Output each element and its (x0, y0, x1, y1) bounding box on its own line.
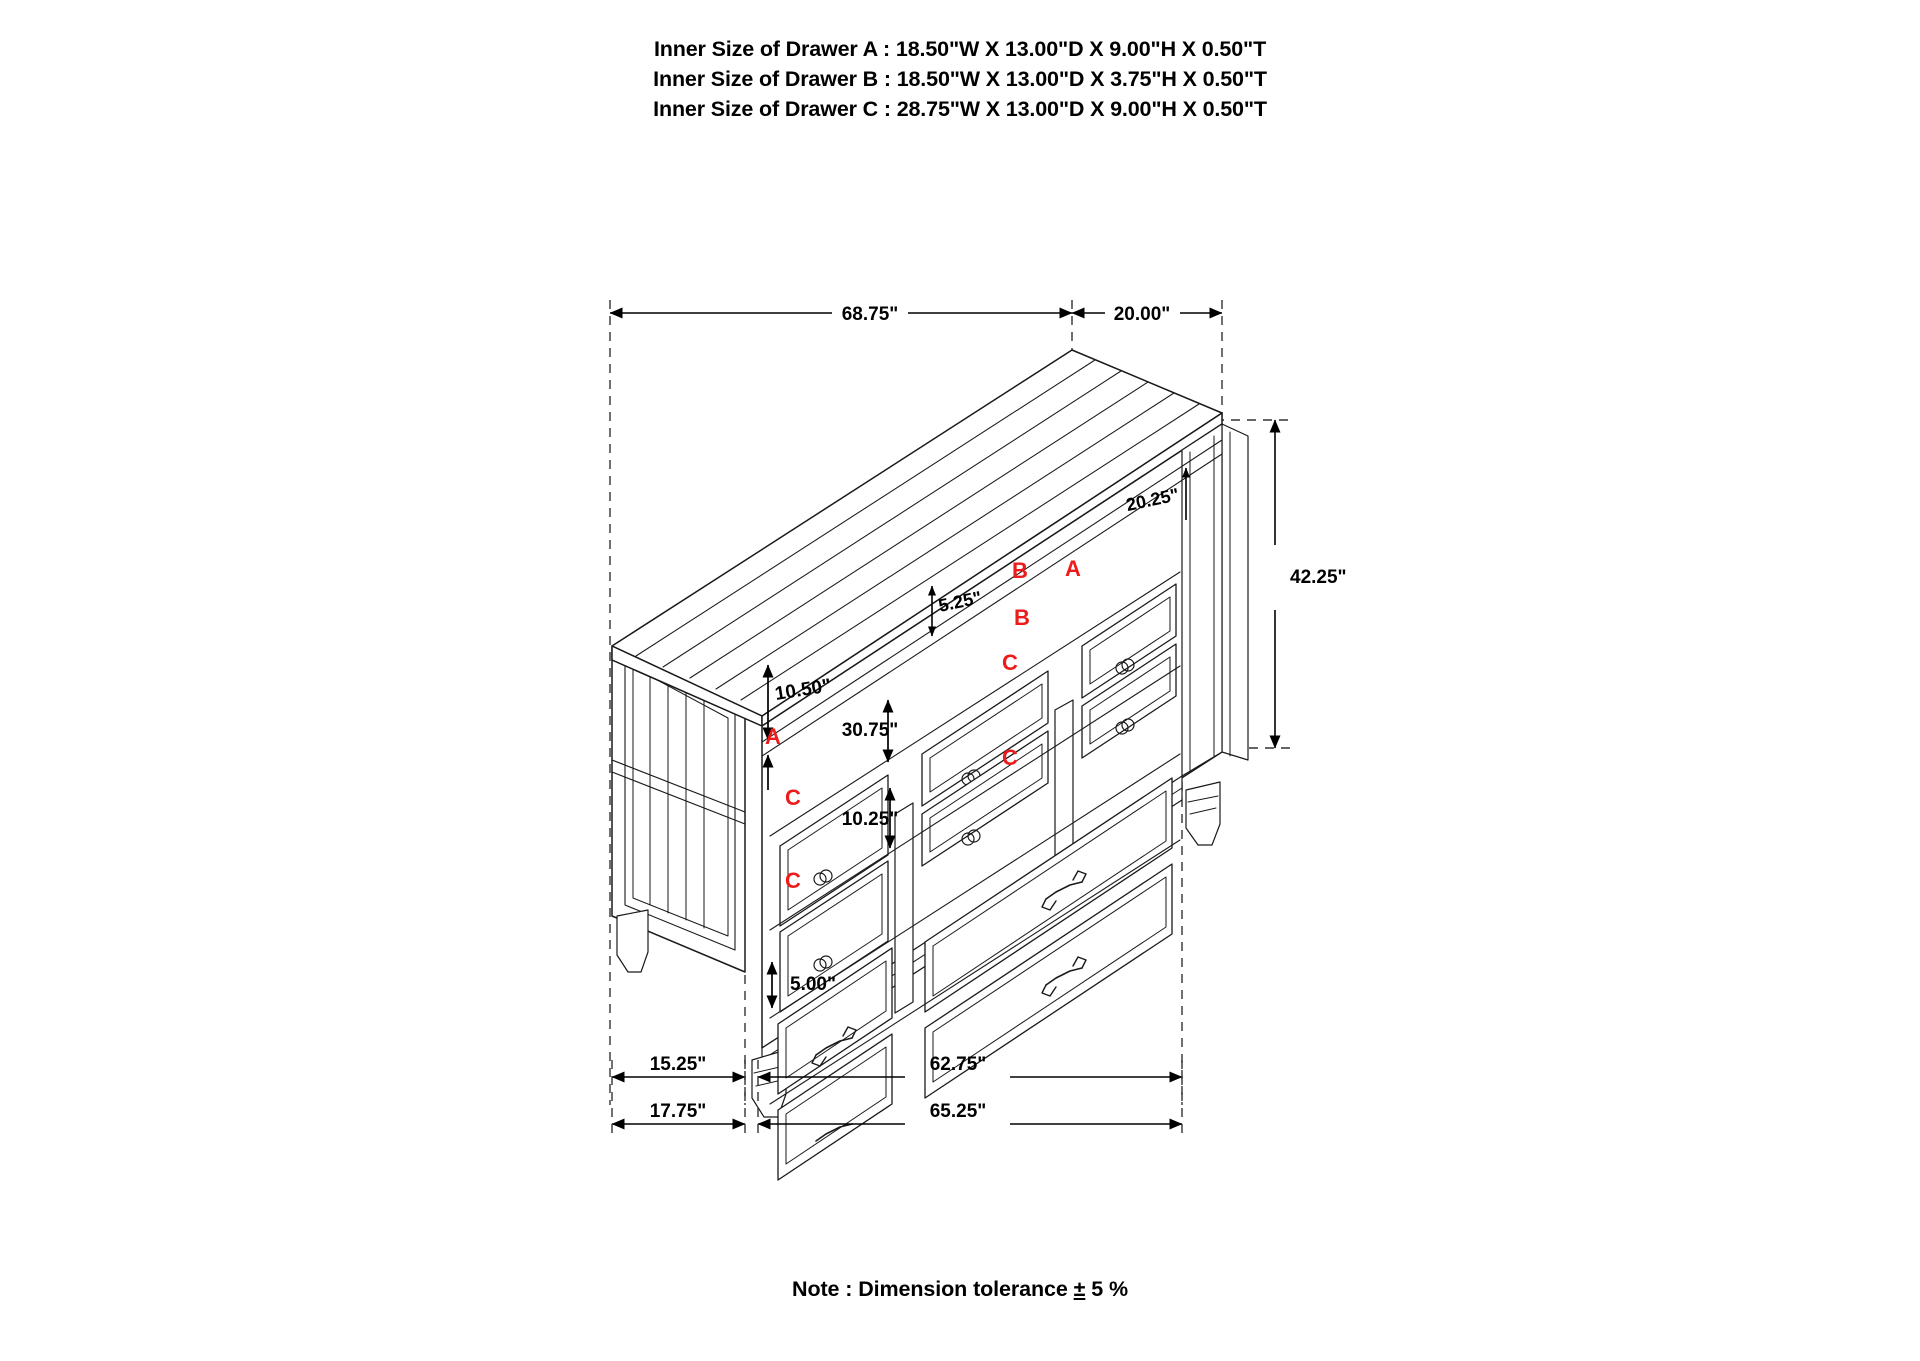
drawer-marker-a-right: A (1065, 556, 1081, 581)
drawer-spec-block: Inner Size of Drawer A : 18.50"W X 13.00… (0, 34, 1920, 124)
dim-bottom-row1: 15.25" 62.75" (611, 1054, 1183, 1083)
tolerance-note-prefix: Note : Dimension tolerance (792, 1277, 1074, 1301)
drawer-marker-a-left: A (765, 724, 781, 749)
dim-label-1775: 17.75" (650, 1101, 707, 1122)
dim-label-3075: 30.75" (842, 720, 899, 741)
dim-label-overall-height: 42.25" (1290, 567, 1347, 588)
tolerance-note-block: Note : Dimension tolerance ± 5 % (0, 1277, 1920, 1302)
dim-label-leg-height: 5.00" (790, 974, 836, 995)
dim-label-6525: 65.25" (930, 1101, 987, 1122)
dim-1025-group: 10.25" (842, 787, 899, 849)
spec-line-drawer-b: Inner Size of Drawer B : 18.50"W X 13.00… (653, 67, 1267, 91)
drawer-marker-c-left-lower: C (785, 868, 801, 893)
spec-line-drawer-a: Inner Size of Drawer A : 18.50"W X 13.00… (653, 37, 1267, 61)
plus-minus-symbol: ± (1073, 1277, 1086, 1301)
spec-line-drawer-c: Inner Size of Drawer C : 28.75"W X 13.00… (653, 97, 1267, 121)
drawer-marker-b-upper: B (1012, 558, 1028, 583)
dim-label-6275: 62.75" (930, 1054, 987, 1075)
bottom-projection-lines (611, 1060, 1183, 1140)
dim-label-top-depth: 20.00" (1114, 304, 1171, 325)
drawer-marker-b-lower: B (1014, 605, 1030, 630)
dim-leg-group: 5.00" (766, 961, 836, 1009)
dim-label-top-width: 68.75" (842, 304, 899, 325)
dim-top-group: 68.75" 20.00" (609, 304, 1223, 325)
drawer-marker-c-left-upper: C (785, 785, 801, 810)
dim-label-1525: 15.25" (650, 1054, 707, 1075)
tolerance-note: Note : Dimension tolerance ± 5 % (0, 1277, 1920, 1302)
dim-3075-group: 30.75" (842, 699, 899, 763)
dim-bottom-row2: 17.75" 65.25" (611, 1101, 1183, 1130)
dim-height-group: 42.25" (1269, 419, 1347, 749)
drawer-marker-c-right-lower: C (1002, 745, 1018, 770)
dim-label-1025: 10.25" (842, 809, 899, 830)
tolerance-note-value: 5 % (1085, 1277, 1128, 1301)
dresser-illustration (611, 349, 1249, 1181)
drawer-marker-c-right-upper: C (1002, 650, 1018, 675)
